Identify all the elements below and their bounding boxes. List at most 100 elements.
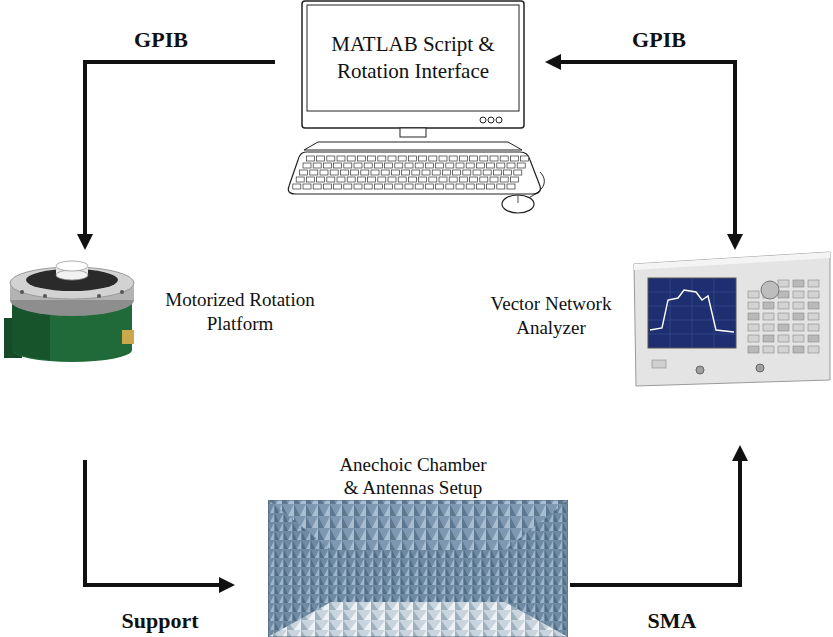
keyboard-key bbox=[340, 170, 348, 175]
keyboard-key bbox=[449, 156, 457, 161]
node-text: MATLAB Script & Rotation Interface bbox=[302, 31, 524, 85]
keyboard-key bbox=[470, 156, 478, 161]
keyboard-key bbox=[476, 163, 484, 168]
keyboard-key bbox=[347, 177, 355, 182]
keyboard-key bbox=[493, 170, 501, 175]
keyboard-key bbox=[473, 170, 481, 175]
bolt bbox=[97, 294, 101, 298]
vna-key bbox=[808, 346, 819, 353]
edge-label: SMA bbox=[645, 608, 700, 634]
keyboard-key bbox=[320, 170, 328, 175]
keyboard-key bbox=[354, 163, 362, 168]
vna-key bbox=[808, 280, 819, 287]
vna-port bbox=[756, 364, 764, 372]
keyboard-key bbox=[385, 163, 393, 168]
vna-key bbox=[748, 324, 759, 331]
keyboard-key bbox=[422, 170, 430, 175]
mouse-split bbox=[518, 195, 519, 203]
keyboard-key bbox=[330, 170, 338, 175]
keyboard-keys bbox=[293, 156, 529, 189]
keyboard-key bbox=[446, 184, 454, 189]
monitor-button bbox=[496, 117, 502, 123]
keyboard-key bbox=[334, 163, 342, 168]
vna-key bbox=[793, 346, 804, 353]
vna-key bbox=[748, 346, 759, 353]
keyboard-key bbox=[398, 156, 406, 161]
connector bbox=[85, 62, 275, 236]
keyboard-key bbox=[378, 177, 386, 182]
keyboard-key bbox=[402, 170, 410, 175]
bolt bbox=[43, 294, 47, 298]
keyboard-key bbox=[351, 170, 359, 175]
vna-key bbox=[808, 324, 819, 331]
keyboard-key bbox=[405, 184, 413, 189]
vna-key bbox=[778, 291, 789, 298]
keyboard-key bbox=[374, 184, 382, 189]
keyboard-key bbox=[504, 170, 512, 175]
vna-key bbox=[793, 302, 804, 309]
keyboard-key bbox=[306, 156, 314, 161]
connector bbox=[559, 62, 735, 236]
keyboard-key bbox=[476, 184, 484, 189]
vna-key bbox=[748, 302, 759, 309]
keyboard-key bbox=[453, 170, 461, 175]
vna-keys bbox=[748, 280, 819, 353]
keyboard-key bbox=[449, 177, 457, 182]
edge-label: GPIB bbox=[131, 27, 191, 53]
keyboard-key bbox=[313, 163, 321, 168]
vna-key bbox=[748, 335, 759, 342]
keyboard-key bbox=[300, 170, 308, 175]
keyboard-key bbox=[459, 156, 467, 161]
keyboard-key bbox=[432, 170, 440, 175]
computer-illustration bbox=[288, 1, 544, 213]
keyboard-key bbox=[313, 184, 321, 189]
vna-key bbox=[763, 346, 774, 353]
keyboard-key bbox=[374, 163, 382, 168]
monitor-button bbox=[488, 117, 494, 123]
keyboard-key bbox=[357, 177, 365, 182]
keyboard-key bbox=[490, 177, 498, 182]
vna-key bbox=[778, 280, 789, 287]
vna-key bbox=[793, 313, 804, 320]
keyboard-key bbox=[487, 163, 495, 168]
bolt bbox=[20, 290, 24, 294]
vna-top-edge bbox=[634, 252, 830, 270]
platform-hub-top bbox=[56, 261, 88, 271]
keyboard-key bbox=[371, 170, 379, 175]
keyboard-key bbox=[323, 184, 331, 189]
vna-key bbox=[808, 313, 819, 320]
node-text: Motorized Rotation Platform bbox=[145, 288, 335, 336]
keyboard-key bbox=[517, 163, 525, 168]
keyboard-key bbox=[361, 170, 369, 175]
keyboard-key bbox=[317, 156, 325, 161]
keyboard-key bbox=[497, 184, 505, 189]
keyboard-key bbox=[378, 156, 386, 161]
vna-key bbox=[793, 280, 804, 287]
keyboard-key bbox=[388, 156, 396, 161]
keyboard-key bbox=[368, 177, 376, 182]
keyboard-key bbox=[456, 163, 464, 168]
platform-ring-top bbox=[10, 267, 134, 299]
keyboard-key bbox=[303, 184, 311, 189]
vna-key bbox=[748, 291, 759, 298]
keyboard-key bbox=[483, 170, 491, 175]
keyboard-key bbox=[344, 184, 352, 189]
keyboard-key bbox=[395, 184, 403, 189]
monitor-base bbox=[304, 142, 522, 150]
network-analyzer: Vector Network Analyzer bbox=[470, 250, 833, 445]
vna-key bbox=[763, 324, 774, 331]
connector bbox=[570, 459, 740, 585]
anechoic-chamber: Anechoic Chamber & Antennas Setup bbox=[235, 445, 570, 637]
keyboard-key bbox=[296, 177, 304, 182]
keyboard-key bbox=[466, 184, 474, 189]
keyboard-key bbox=[395, 163, 403, 168]
vna-key bbox=[778, 324, 789, 331]
vna-key bbox=[793, 291, 804, 298]
keyboard-key bbox=[487, 184, 495, 189]
keyboard-key bbox=[385, 184, 393, 189]
vna-key bbox=[748, 313, 759, 320]
keyboard-key bbox=[436, 163, 444, 168]
